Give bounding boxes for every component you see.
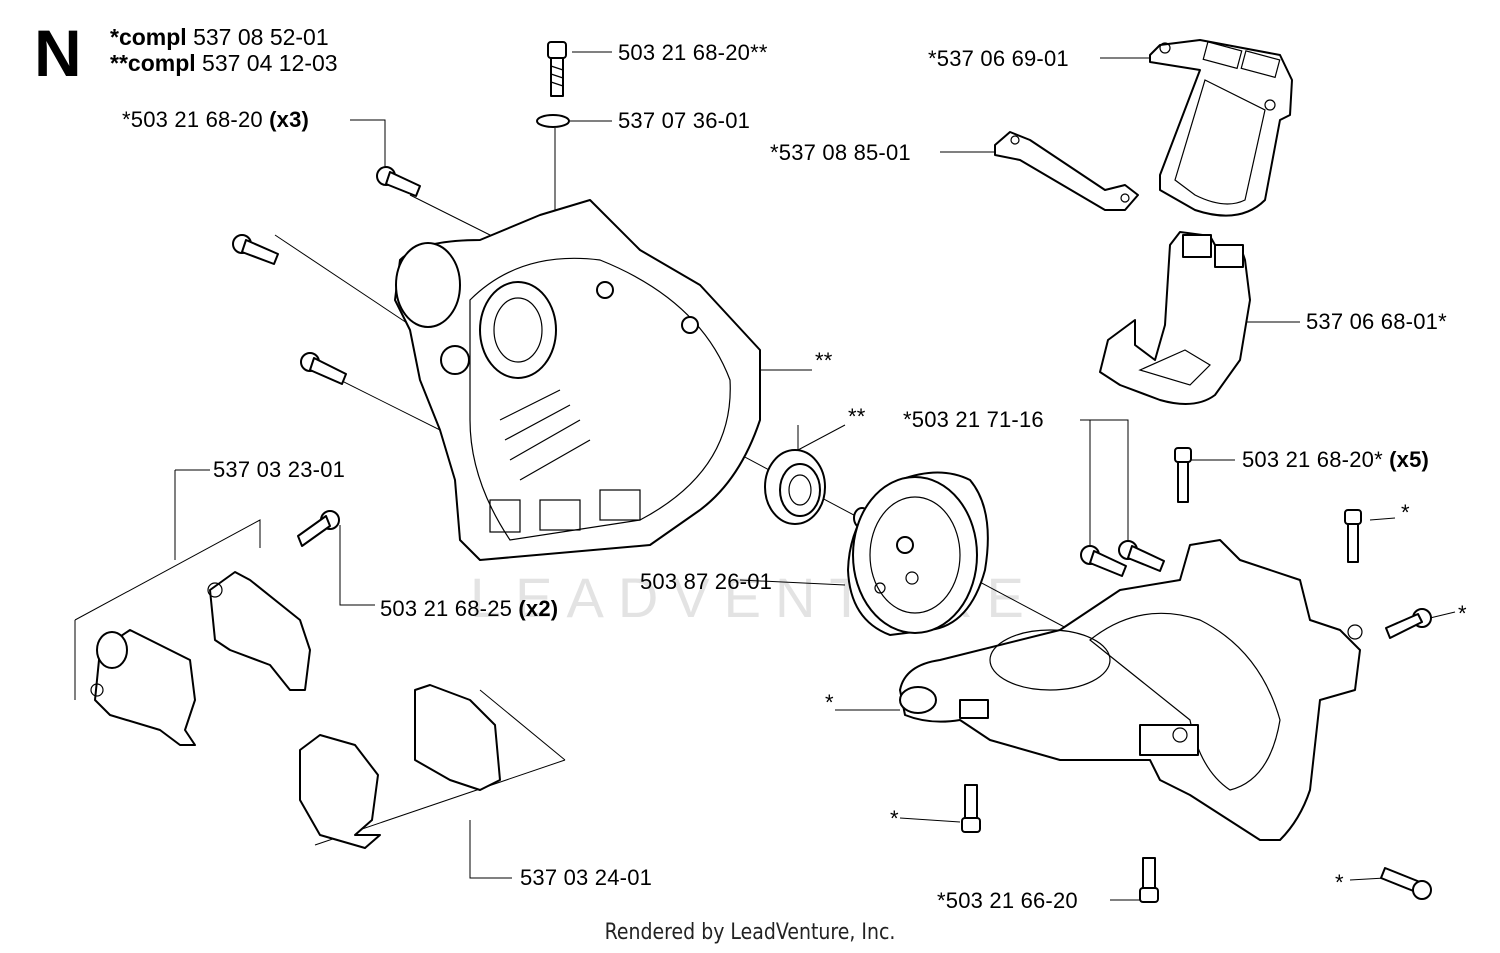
crankcase-lower-drawing xyxy=(899,539,1363,841)
callout-sleeve: 537 03 24-01 xyxy=(520,865,653,890)
complete-assembly-2: **compl 537 04 12-03 xyxy=(110,50,338,76)
screw-vertical-b xyxy=(1344,509,1362,563)
bottom-cover-drawing xyxy=(1099,231,1251,405)
callout-adapter: 537 03 23-01 xyxy=(213,457,346,482)
callout-bearing-mark: ** xyxy=(848,404,866,429)
screw-vertical-a xyxy=(1174,447,1192,503)
callout-gasket: *537 08 85-01 xyxy=(770,140,911,165)
screw-right-pair-b xyxy=(1118,540,1165,572)
screw-left-a xyxy=(376,166,421,197)
gasket-drawing xyxy=(994,131,1139,211)
screw-bottom-c xyxy=(1380,867,1432,900)
callout-top-cover: *537 06 69-01 xyxy=(928,46,1069,71)
callout-screw-x2: 503 21 68-25 (x2) xyxy=(380,596,559,621)
callout-star-e: * xyxy=(1335,870,1344,895)
callout-flywheel: 503 87 26-01 xyxy=(640,569,773,594)
flywheel-drawing xyxy=(847,471,989,636)
adapter-drawing xyxy=(90,510,340,746)
callout-bottom-cover: 537 06 68-01* xyxy=(1306,309,1447,334)
callout-screw-x5: 503 21 68-20* (x5) xyxy=(1242,447,1430,472)
sleeve-drawing xyxy=(299,684,501,849)
callout-star-c: * xyxy=(825,690,834,715)
callout-screws-pair: *503 21 71-16 xyxy=(903,407,1044,432)
callout-housing-mark: ** xyxy=(815,348,833,373)
screw-left-b xyxy=(232,234,279,265)
screw-bottom-b xyxy=(1139,857,1159,903)
bearing-drawing xyxy=(764,449,826,525)
callout-retaining-ring: 537 07 36-01 xyxy=(618,108,751,133)
retaining-ring-drawing xyxy=(536,114,570,128)
callout-screw-bottom: *503 21 66-20 xyxy=(937,888,1078,913)
callout-star-b: * xyxy=(1458,601,1467,626)
callout-star-a: * xyxy=(1401,500,1410,525)
complete-assembly-1: *compl 537 08 52-01 xyxy=(110,24,329,50)
screw-left-c xyxy=(300,352,347,385)
callout-screw-top: 503 21 68-20** xyxy=(618,40,768,65)
screw-right-c xyxy=(1385,608,1432,639)
footer-credit: Rendered by LeadVenture, Inc. xyxy=(604,920,896,945)
leader-lines xyxy=(74,51,1456,901)
screw-top-drawing xyxy=(547,41,567,97)
section-letter: N xyxy=(34,16,82,90)
screw-bottom-a xyxy=(961,784,981,833)
crankcase-housing-drawing xyxy=(394,199,761,561)
callout-star-d: * xyxy=(890,806,899,831)
top-cover-drawing xyxy=(1149,39,1293,217)
screw-right-pair-a xyxy=(1080,545,1127,577)
callout-screw-x3: *503 21 68-20 (x3) xyxy=(122,107,310,132)
